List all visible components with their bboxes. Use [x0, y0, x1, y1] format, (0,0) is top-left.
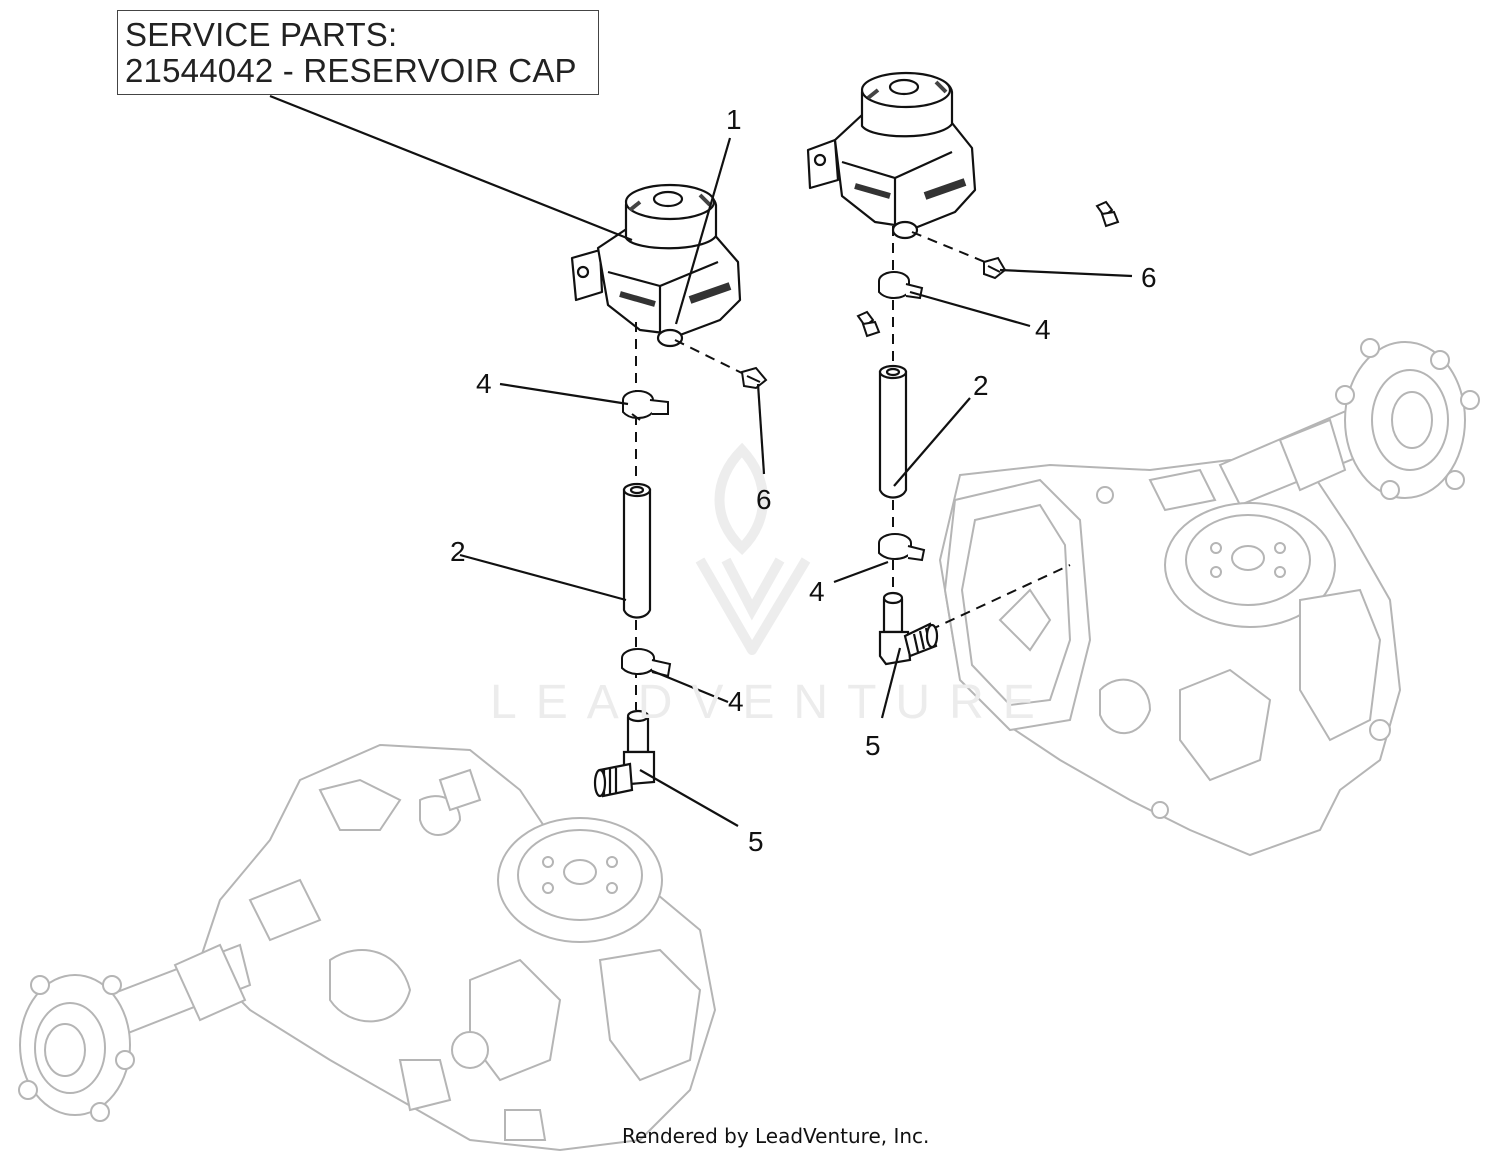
spare-screw-lower [856, 310, 881, 338]
right-dashed-lines [892, 226, 1071, 631]
left-reservoir [570, 183, 742, 348]
callout-4-left-top: 4 [476, 368, 492, 399]
callout-5-right: 5 [865, 730, 881, 761]
callout-2-right: 2 [973, 370, 989, 401]
watermark-text: LEADVENTURE [490, 676, 1054, 729]
callout-5-left: 5 [748, 826, 764, 857]
left-screw [740, 366, 768, 390]
right-reservoir [806, 71, 977, 240]
left-transaxle [18, 743, 717, 1152]
callout-6-left: 6 [756, 484, 772, 515]
callout-4-right-bottom: 4 [809, 576, 825, 607]
callout-2-left: 2 [450, 536, 466, 567]
callout-4-left-bottom: 4 [728, 686, 744, 717]
right-clamp-bottom [878, 533, 926, 562]
service-parts-item: 21544042 - RESERVOIR CAP [125, 52, 577, 89]
left-clamp-top [622, 390, 669, 421]
callout-1: 1 [726, 104, 742, 135]
callout-6-right: 6 [1141, 262, 1157, 293]
leader-lines [269, 94, 1133, 827]
left-hose [622, 482, 652, 619]
watermark-logo [695, 442, 811, 655]
left-clamp-bottom [621, 648, 672, 678]
right-screw [983, 256, 1007, 280]
callout-4-right-top: 4 [1035, 314, 1051, 345]
footer-credit: Rendered by LeadVenture, Inc. [622, 1124, 930, 1148]
right-transaxle [938, 338, 1480, 857]
service-parts-heading: SERVICE PARTS: [125, 16, 398, 53]
left-dashed-lines [635, 322, 753, 710]
spare-screw-upper [1095, 200, 1120, 228]
right-hose [878, 364, 908, 499]
right-clamp-top [878, 271, 924, 300]
service-parts-box: SERVICE PARTS: 21544042 - RESERVOIR CAP [117, 10, 599, 95]
left-elbow-fitting [593, 709, 656, 798]
right-elbow-fitting [878, 591, 939, 666]
